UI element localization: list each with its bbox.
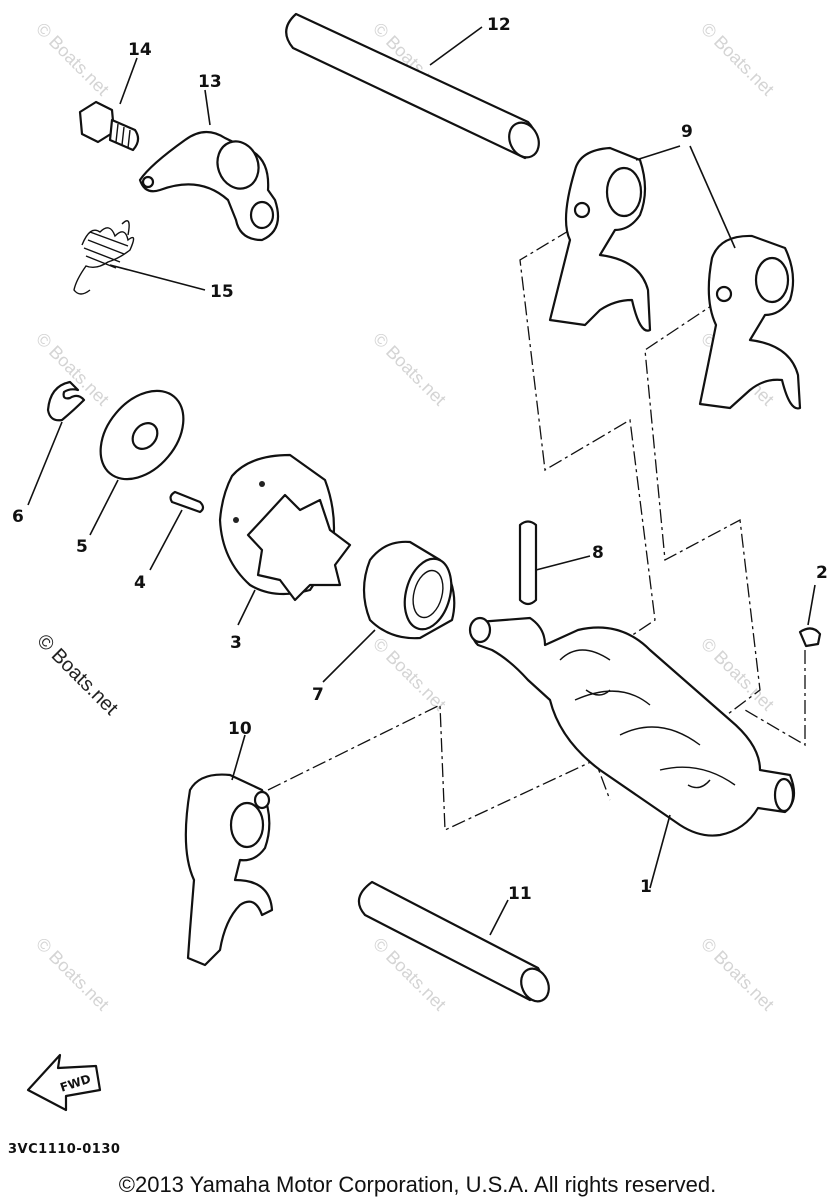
callout-labels: 1 2 3 4 5 6 7 8 9 10 11 12 13 14 15 bbox=[12, 15, 828, 904]
part-11-shift-fork-shaft bbox=[357, 880, 550, 1003]
assembly-lines bbox=[267, 229, 806, 832]
callout-15: 15 bbox=[210, 282, 234, 302]
watermark: © Boats.net bbox=[32, 934, 113, 1015]
callout-5: 5 bbox=[76, 537, 88, 557]
callout-12: 12 bbox=[487, 15, 511, 35]
part-2-pin bbox=[798, 627, 822, 648]
part-9-shift-fork-upper bbox=[548, 146, 652, 332]
callout-14: 14 bbox=[128, 40, 152, 60]
callout-8: 8 bbox=[592, 543, 604, 563]
part-13-stopper-lever bbox=[138, 130, 280, 242]
callout-1: 1 bbox=[640, 877, 652, 897]
callout-4: 4 bbox=[134, 573, 146, 593]
part-8-pin bbox=[518, 520, 538, 606]
watermark: © Boats.net bbox=[32, 19, 113, 100]
part-6-circlip bbox=[46, 380, 86, 422]
callout-11: 11 bbox=[508, 884, 532, 904]
part-4-pin bbox=[169, 490, 205, 514]
watermark: © Boats.net bbox=[697, 19, 778, 100]
part-14-bolt bbox=[78, 100, 140, 152]
part-3-segment bbox=[218, 453, 352, 602]
callout-7: 7 bbox=[312, 685, 324, 705]
part-10-shift-fork bbox=[184, 773, 274, 967]
part-1-shift-drum bbox=[468, 616, 796, 837]
part-15-spring bbox=[73, 220, 135, 295]
watermark: © Boats.net bbox=[369, 634, 450, 715]
fwd-arrow: FWD bbox=[26, 1053, 102, 1112]
callout-3: 3 bbox=[230, 633, 242, 653]
watermark-main: © Boats.net bbox=[32, 630, 122, 720]
part-7-bearing bbox=[362, 540, 456, 640]
leader-lines bbox=[27, 26, 816, 936]
watermark: © Boats.net bbox=[369, 329, 450, 410]
part-5-washer bbox=[99, 389, 185, 481]
callout-13: 13 bbox=[198, 72, 222, 92]
diagram-code: 3VC1110-0130 bbox=[8, 1142, 121, 1157]
callout-10: 10 bbox=[228, 719, 252, 739]
copyright-notice: ©2013 Yamaha Motor Corporation, U.S.A. A… bbox=[118, 1172, 717, 1197]
callout-6: 6 bbox=[12, 507, 24, 527]
watermark: © Boats.net bbox=[697, 934, 778, 1015]
callout-2: 2 bbox=[816, 563, 828, 583]
watermarks: © Boats.net © Boats.net © Boats.net © Bo… bbox=[32, 19, 778, 1015]
part-12-shift-fork-shaft bbox=[285, 12, 540, 160]
callout-9: 9 bbox=[681, 122, 693, 142]
part-9-shift-fork-lower bbox=[698, 234, 802, 410]
